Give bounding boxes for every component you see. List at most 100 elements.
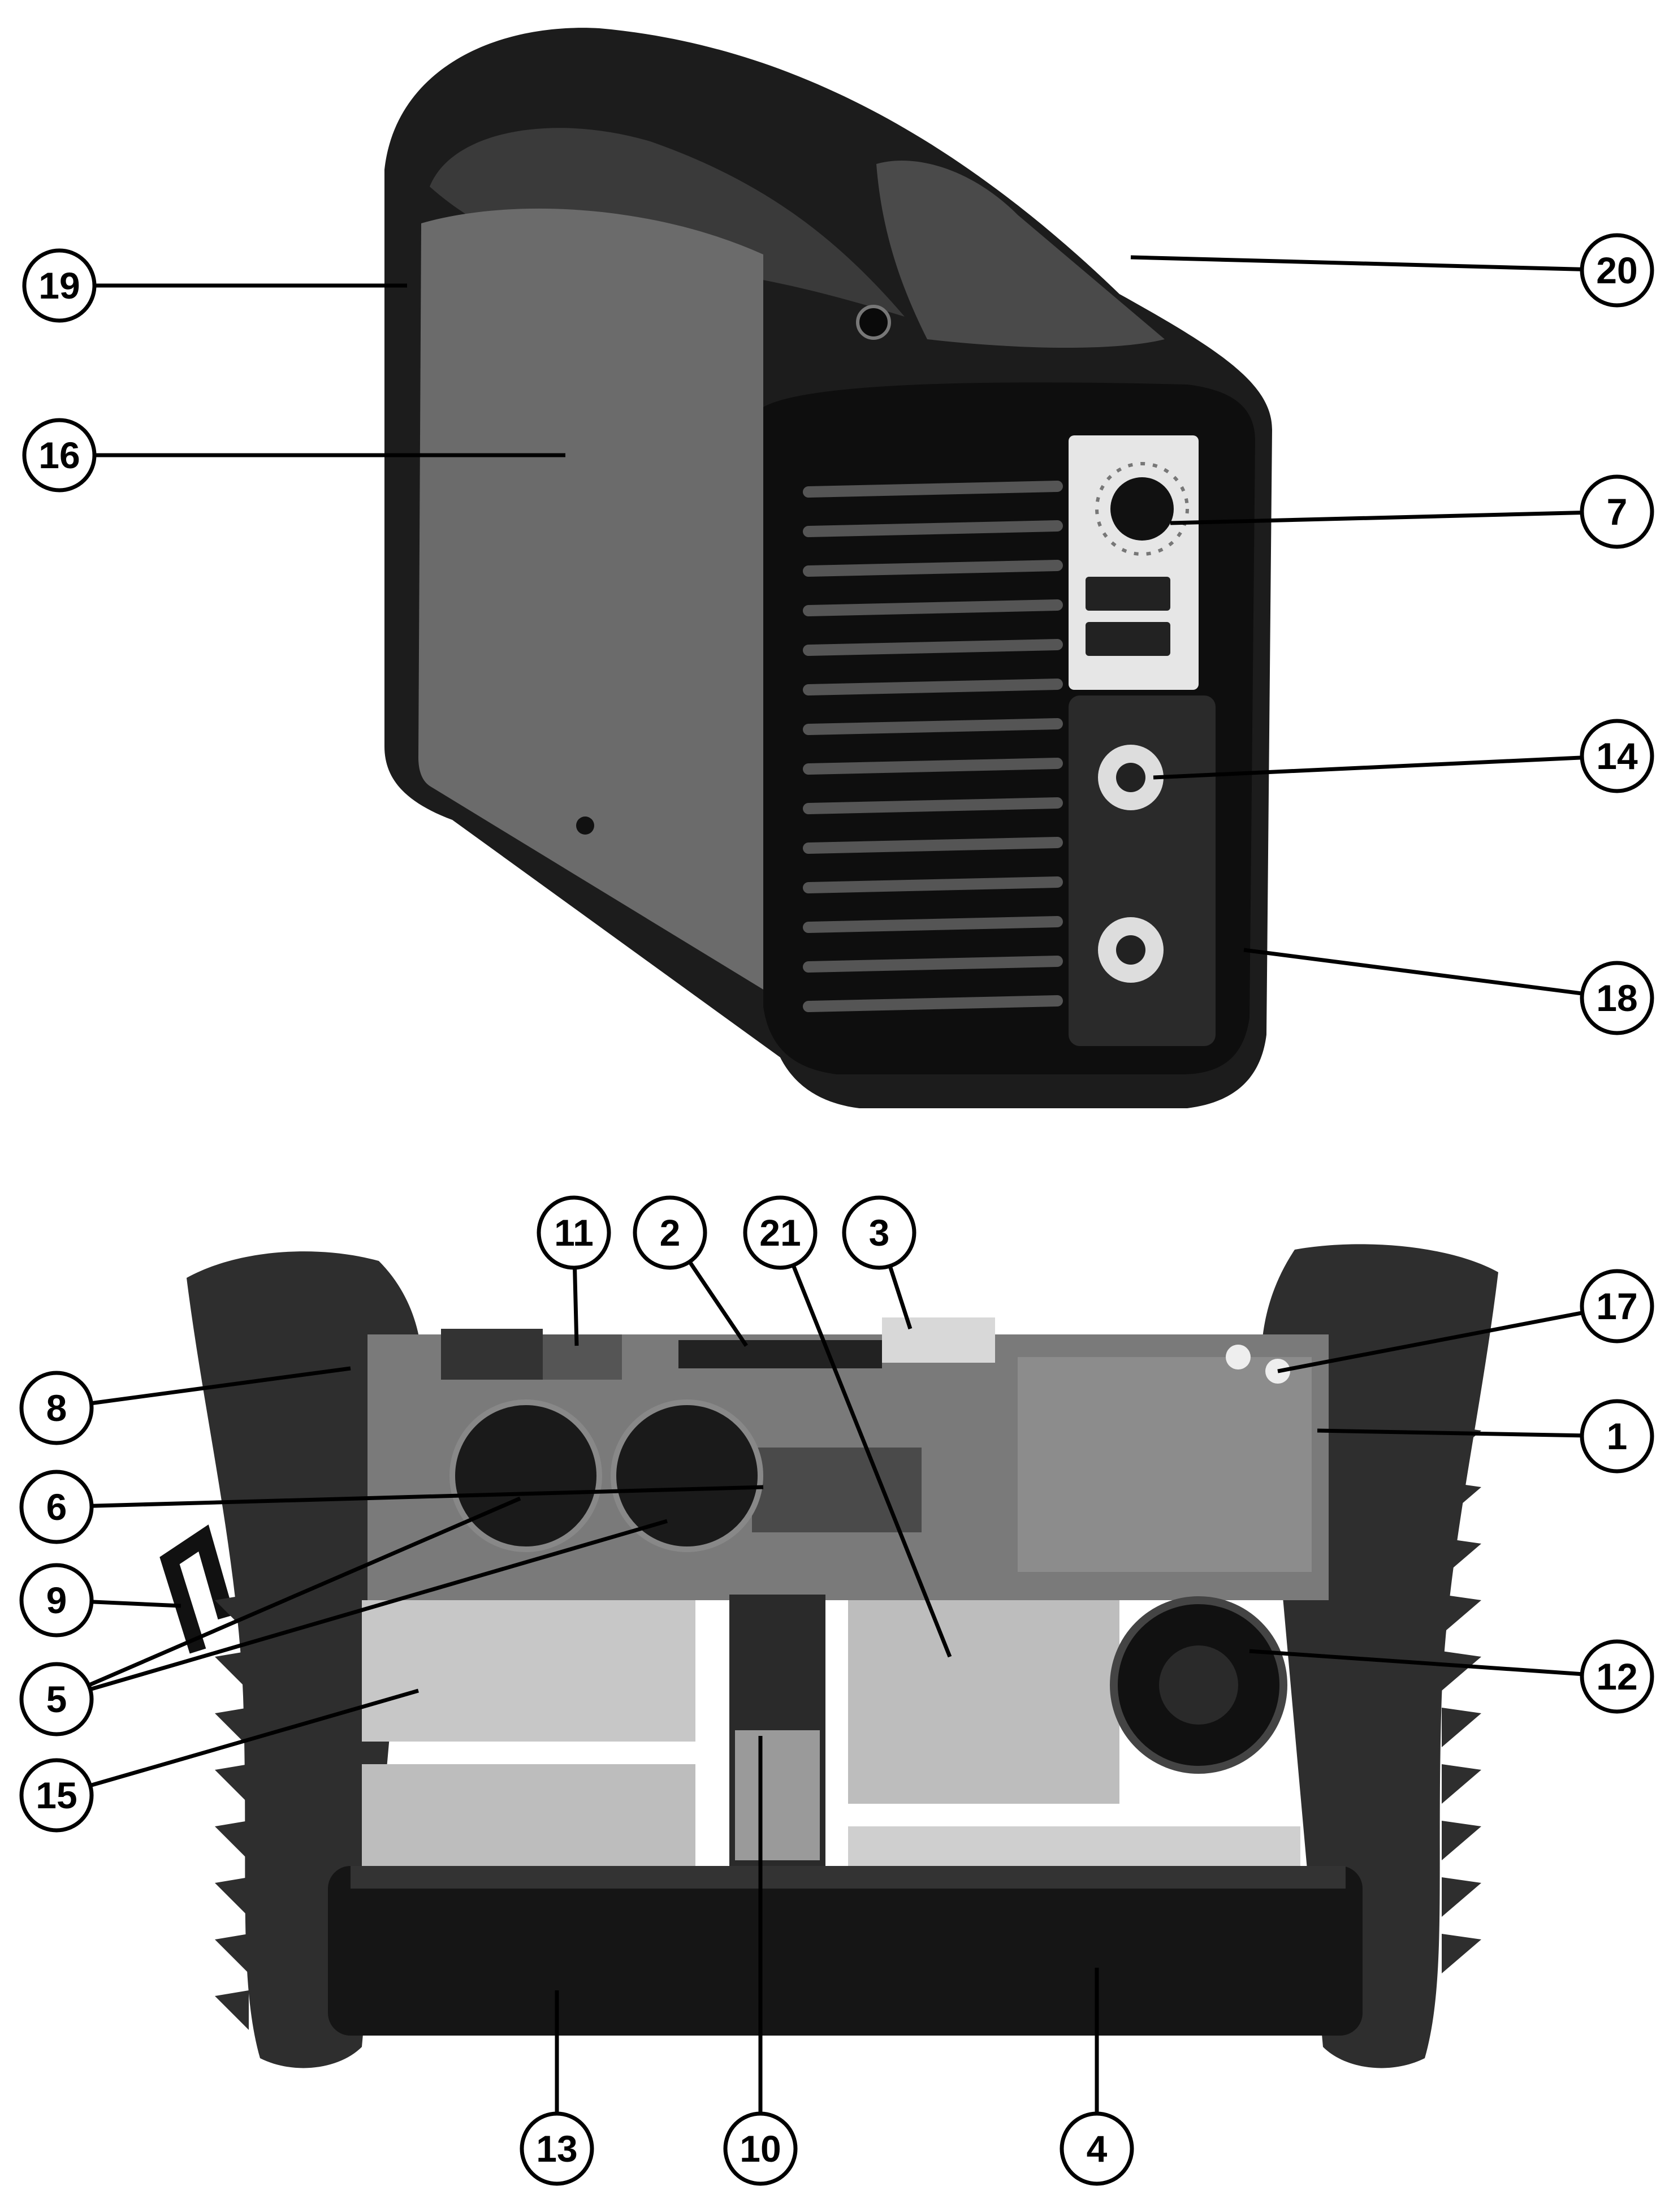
callout-label: 21 (759, 1212, 801, 1254)
control-board (1018, 1357, 1312, 1572)
leader-line-21 (791, 1264, 952, 1658)
callout-15: 15 (19, 1758, 94, 1833)
callout-11: 11 (537, 1195, 611, 1270)
callout-19: 19 (22, 248, 97, 323)
transformer-base (848, 1826, 1300, 1866)
callout-3: 3 (842, 1195, 916, 1270)
leader-line-8 (90, 1366, 351, 1406)
positive-socket-hole (1116, 763, 1145, 792)
leader-line-5 (88, 1496, 521, 1687)
callout-5: 5 (19, 1662, 94, 1736)
callout-circle (1580, 1269, 1654, 1343)
callout-label: 20 (1596, 249, 1637, 291)
callout-14: 14 (1580, 719, 1654, 793)
callout-16: 16 (22, 418, 97, 492)
leader-line-1 (1317, 1428, 1582, 1438)
callout-label: 15 (36, 1774, 77, 1816)
cooling-fins-left (215, 1595, 249, 2030)
callout-label: 17 (1596, 1285, 1637, 1327)
callout-label: 8 (46, 1387, 67, 1429)
callout-label: 16 (38, 434, 80, 476)
callout-circle (19, 1470, 94, 1544)
output-inductor (362, 1600, 695, 1742)
cooling-fan-hub (1159, 1645, 1238, 1725)
indicator-window-1 (1086, 577, 1170, 611)
callout-17: 17 (1580, 1269, 1654, 1343)
callout-circle (1580, 474, 1654, 549)
leader-line-5 (89, 1519, 668, 1691)
negative-socket-hole (1116, 935, 1145, 965)
callout-18: 18 (1580, 961, 1654, 1035)
callout-label: 6 (46, 1486, 67, 1528)
main-transformer (848, 1600, 1119, 1804)
capacitor-right (611, 1399, 763, 1552)
leader-line-11 (573, 1267, 579, 1346)
pcb-connector (882, 1317, 995, 1363)
carry-handle-opening (430, 128, 905, 317)
callout-circle (1580, 1399, 1654, 1474)
callout-circle (537, 1195, 611, 1270)
callout-label: 9 (46, 1579, 67, 1621)
callout-circle (723, 2111, 798, 2186)
callout-4: 4 (1060, 2111, 1134, 2186)
callout-circle (1580, 233, 1654, 308)
callout-10: 10 (723, 2111, 798, 2186)
welder-unit-opened (159, 1244, 1498, 2068)
handle-screw (856, 305, 891, 340)
callout-12: 12 (1580, 1639, 1654, 1714)
callout-label: 2 (660, 1212, 681, 1254)
callout-circle (1580, 719, 1654, 793)
callout-circle (22, 418, 97, 492)
callout-label: 10 (740, 2128, 781, 2170)
callout-2: 2 (633, 1195, 707, 1270)
handle-grip-slot (876, 161, 1165, 348)
callout-label: 12 (1596, 1656, 1637, 1697)
callout-label: 3 (869, 1212, 890, 1254)
leader-line-2 (688, 1260, 748, 1347)
base-tray-rim (351, 1866, 1346, 1889)
callout-circle (19, 1563, 94, 1638)
callout-7: 7 (1580, 474, 1654, 549)
callout-circle (743, 1195, 818, 1270)
callout-label: 13 (536, 2128, 577, 2170)
callout-circle (22, 248, 97, 323)
callout-label: 14 (1596, 735, 1638, 777)
callout-13: 13 (520, 2111, 594, 2186)
callout-9: 9 (19, 1563, 94, 1638)
leader-line-7 (1170, 511, 1582, 525)
power-cord (159, 1524, 235, 1654)
leader-lines (88, 255, 1583, 2114)
callout-circle (1580, 961, 1654, 1035)
leader-line-12 (1249, 1649, 1582, 1677)
callout-label: 11 (554, 1212, 594, 1254)
callout-21: 21 (743, 1195, 818, 1270)
callout-label: 1 (1607, 1415, 1628, 1457)
callout-label: 5 (46, 1678, 67, 1720)
relay-block (441, 1329, 543, 1380)
leader-line-18 (1243, 948, 1582, 996)
leader-line-15 (89, 1688, 419, 1788)
callout-label: 19 (38, 265, 80, 306)
diode-heatsink (735, 1730, 820, 1860)
welder-unit-assembled (384, 28, 1272, 1108)
leader-line-3 (888, 1265, 913, 1330)
leader-line-17 (1277, 1311, 1583, 1373)
callout-circle (19, 1758, 94, 1833)
relay-block-2 (543, 1334, 622, 1380)
leader-line-9 (91, 1600, 181, 1608)
callout-circle (633, 1195, 707, 1270)
callout-circle (842, 1195, 916, 1270)
callout-1: 1 (1580, 1399, 1654, 1474)
output-inductor-lower (362, 1764, 695, 1866)
leader-line-14 (1153, 755, 1582, 780)
callout-circle (19, 1371, 94, 1445)
callout-circle (1580, 1639, 1654, 1714)
callout-circle (520, 2111, 594, 2186)
leader-line-20 (1130, 255, 1582, 271)
callout-20: 20 (1580, 233, 1654, 308)
callout-label: 4 (1087, 2128, 1108, 2170)
indicator-window-2 (1086, 622, 1170, 656)
